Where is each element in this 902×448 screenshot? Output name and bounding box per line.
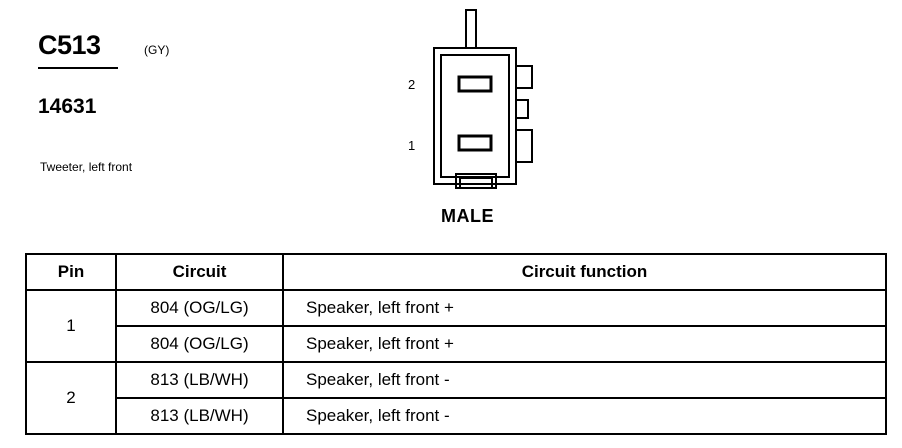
- circuit-cell: 813 (LB/WH): [115, 361, 284, 399]
- circuit-cell: 804 (OG/LG): [115, 289, 284, 327]
- pin-2-terminal: [457, 75, 493, 93]
- part-number: 14631: [38, 95, 97, 118]
- connector-description: Tweeter, left front: [40, 160, 133, 174]
- table-row: 1 804 (OG/LG) Speaker, left front +: [25, 289, 887, 363]
- pin-table: Pin Circuit Circuit function 1 804 (OG/L…: [25, 253, 887, 435]
- circuit-cell: 813 (LB/WH): [115, 397, 284, 435]
- table-header-row: Pin Circuit Circuit function: [25, 253, 887, 291]
- side-rib: [515, 65, 533, 89]
- pin-number-cell: 2: [25, 361, 117, 435]
- table-row: 813 (LB/WH) Speaker, left front -: [26, 397, 887, 435]
- locking-tab: [465, 9, 477, 49]
- header-circuit-function: Circuit function: [282, 253, 887, 291]
- circuit-function-cell: Speaker, left front -: [282, 397, 887, 435]
- circuit-function-cell: Speaker, left front +: [282, 289, 887, 327]
- circuit-function-cell: Speaker, left front +: [282, 325, 887, 363]
- connector-inner-frame: [440, 54, 510, 178]
- table-row: 2 813 (LB/WH) Speaker, left front -: [25, 361, 887, 435]
- table-row: 804 (OG/LG) Speaker, left front +: [26, 325, 887, 363]
- header-circuit: Circuit: [115, 253, 284, 291]
- side-rib: [515, 99, 529, 119]
- pin-number-cell: 1: [25, 289, 117, 363]
- connector-housing: [433, 47, 517, 185]
- pin-label-2: 2: [408, 77, 415, 92]
- connector-color-code: (GY): [144, 43, 170, 57]
- side-rib: [515, 129, 533, 163]
- circuit-cell: 804 (OG/LG): [115, 325, 284, 363]
- connector-id-underline: [38, 67, 118, 69]
- pin-label-1: 1: [408, 138, 415, 153]
- pin-1-terminal: [457, 134, 493, 152]
- circuit-function-cell: Speaker, left front -: [282, 361, 887, 399]
- connector-diagram: 2 1: [408, 9, 533, 189]
- header-pin: Pin: [25, 253, 117, 291]
- connector-gender-label: MALE: [441, 206, 494, 226]
- connector-id: C513: [38, 30, 101, 60]
